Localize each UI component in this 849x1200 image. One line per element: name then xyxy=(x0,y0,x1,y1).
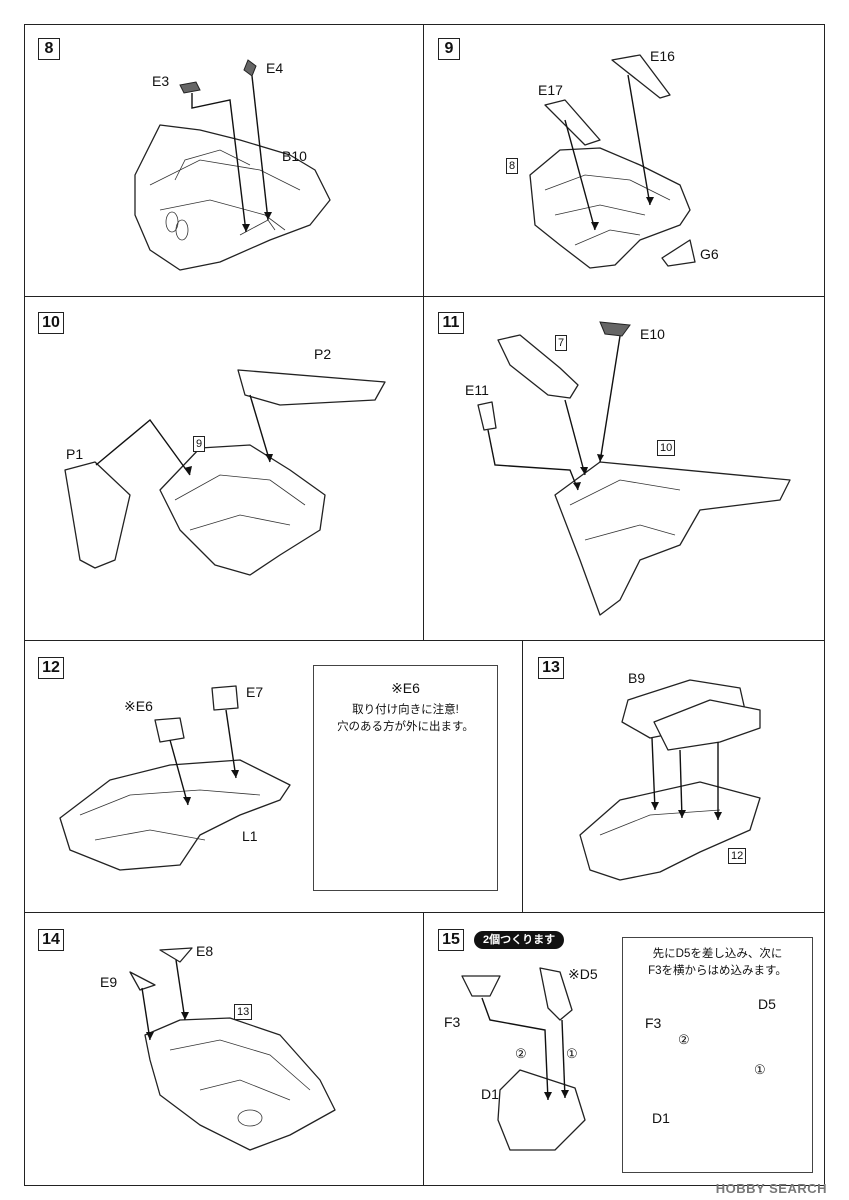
col-divider-3 xyxy=(423,912,424,1186)
ref-step-8: 8 xyxy=(506,158,519,174)
label-d1: D1 xyxy=(481,1086,499,1102)
col-divider-2 xyxy=(522,640,523,912)
make-two-badge: 2個つくります xyxy=(474,931,565,949)
part-b9-b xyxy=(653,699,761,751)
e6-orientation-note xyxy=(313,665,498,891)
d5-f3-note xyxy=(622,937,813,1173)
step-number-13: 13 xyxy=(538,657,564,679)
step-number-14: 14 xyxy=(38,929,64,951)
step10-assembly xyxy=(159,444,326,576)
row-divider-1 xyxy=(24,296,825,297)
part-nose-7 xyxy=(497,334,579,399)
label-p1: P1 xyxy=(66,446,84,462)
step14-assembly xyxy=(144,1017,336,1151)
e6-note-line-1: 取り付け向きに注意! xyxy=(352,704,459,716)
ref-step-12: 12 xyxy=(728,848,747,864)
label-b10: B10 xyxy=(282,148,307,164)
e6-note-title: ※E6 xyxy=(391,680,420,696)
part-e7 xyxy=(211,685,239,711)
step-number-10: 10 xyxy=(38,312,64,334)
watermark: HOBBY SEARCH xyxy=(715,1181,827,1196)
part-g6 xyxy=(661,239,696,267)
note-order-marker-2: ② xyxy=(678,1032,690,1047)
label-e6: ※E6 xyxy=(124,698,153,714)
label-l1: L1 xyxy=(242,828,258,844)
row-divider-3 xyxy=(24,912,825,913)
part-e16 xyxy=(611,54,671,99)
label-e7: E7 xyxy=(246,684,264,700)
step-number-15: 15 xyxy=(438,929,464,951)
label-d5: ※D5 xyxy=(568,966,598,982)
part-e3 xyxy=(179,81,201,94)
note-label-d1: D1 xyxy=(652,1110,670,1126)
part-e4 xyxy=(243,59,257,77)
d5-note-line-1: 先にD5を差し込み、次に xyxy=(652,948,783,960)
ref-step-9: 9 xyxy=(193,436,206,452)
step-number-12: 12 xyxy=(38,657,64,679)
step-number-11: 11 xyxy=(438,312,464,334)
label-e3: E3 xyxy=(152,73,170,89)
step9-assembly xyxy=(529,147,691,269)
note-order-marker-1: ① xyxy=(754,1062,766,1077)
instruction-sheet xyxy=(24,24,825,1186)
label-e10: E10 xyxy=(640,326,665,342)
label-e4: E4 xyxy=(266,60,284,76)
part-e6 xyxy=(154,717,185,743)
label-e17: E17 xyxy=(538,82,563,98)
part-e8 xyxy=(159,947,193,963)
label-f3: F3 xyxy=(444,1014,461,1030)
part-f3 xyxy=(461,975,501,997)
order-marker-2: ② xyxy=(515,1046,527,1061)
part-e9 xyxy=(129,971,156,991)
step-number-9: 9 xyxy=(438,38,460,60)
order-marker-1: ① xyxy=(566,1046,578,1061)
step-number-8: 8 xyxy=(38,38,60,60)
row-divider-2 xyxy=(24,640,825,641)
part-p2 xyxy=(237,369,386,406)
label-b9: B9 xyxy=(628,670,646,686)
part-e11 xyxy=(477,401,497,431)
note-label-d5: D5 xyxy=(758,996,776,1012)
note-label-f3: F3 xyxy=(645,1015,662,1031)
part-d5 xyxy=(539,967,573,1021)
e6-note-line-2: 穴のある方が外に出ます。 xyxy=(337,721,474,733)
label-e9: E9 xyxy=(100,974,118,990)
d5-note-line-2: F3を横からはめ込みます。 xyxy=(648,965,787,977)
part-p1 xyxy=(64,461,131,569)
step13-assembly xyxy=(579,781,761,881)
part-e17 xyxy=(544,99,601,146)
step12-assembly xyxy=(59,759,291,871)
label-p2: P2 xyxy=(314,346,332,362)
part-e10 xyxy=(599,321,631,337)
label-g6: G6 xyxy=(700,246,719,262)
part-d1 xyxy=(497,1069,586,1151)
label-e11: E11 xyxy=(465,382,489,398)
ref-step-7: 7 xyxy=(555,335,568,351)
ref-step-13: 13 xyxy=(234,1004,253,1020)
step8-b10-fuselage xyxy=(134,124,331,271)
step11-assembly xyxy=(554,461,791,616)
col-divider-1 xyxy=(423,24,424,640)
ref-step-10: 10 xyxy=(657,440,676,456)
label-e8: E8 xyxy=(196,943,214,959)
label-e16: E16 xyxy=(650,48,675,64)
